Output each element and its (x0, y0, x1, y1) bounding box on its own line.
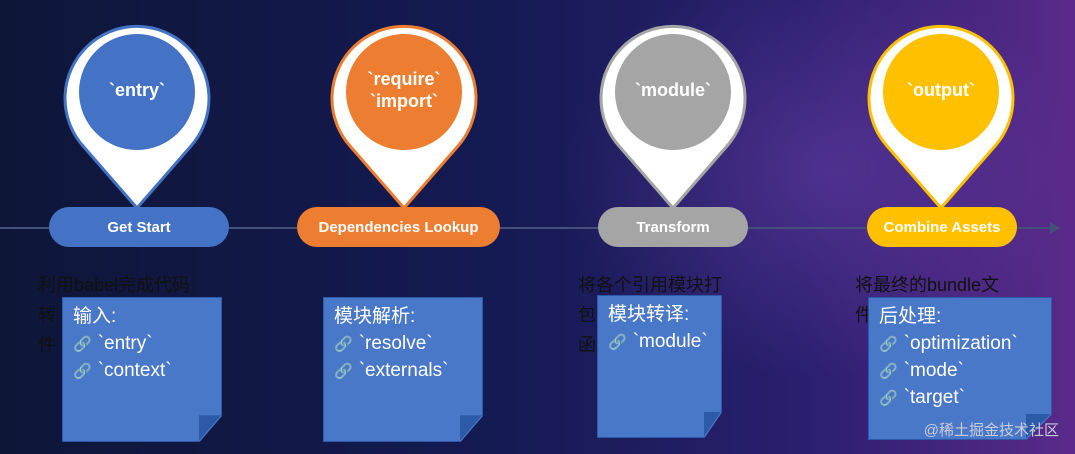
pin-module-label: `module` (635, 80, 711, 100)
link-icon: 🔗 (73, 336, 92, 353)
watermark: @稀土掘金技术社区 (923, 422, 1059, 439)
pin-require-label: `require` (367, 69, 441, 89)
note-module-transpile: 模块转译: 🔗`module` (597, 295, 722, 438)
note-input: 输入: 🔗`entry` 🔗`context` (62, 297, 222, 442)
desc-entry: 利用babel完成代码 转 件 (38, 270, 223, 360)
pin-output-label: `output` (907, 80, 975, 100)
pin-require: `require` `import` (328, 20, 480, 212)
note-resolve-title: 模块解析: (334, 306, 416, 327)
desc-module-line: 包 (578, 305, 596, 325)
desc-entry-line: 件 (38, 335, 56, 355)
link-icon: 🔗 (879, 363, 898, 380)
link-icon: 🔗 (879, 390, 898, 407)
timeline-arrowhead (1050, 222, 1060, 234)
desc-entry-line: 转 (38, 305, 56, 325)
desc-module: 将各个引用模块打 包 函 (578, 270, 763, 360)
note-module-resolve: 模块解析: 🔗`resolve` 🔗`externals` (323, 297, 483, 442)
link-icon: 🔗 (73, 363, 92, 380)
pin-output: `output` (865, 20, 1017, 212)
pill-combine-assets: Combine Assets (867, 207, 1017, 247)
desc-output-line: 将最终的bundle文 (855, 275, 1000, 295)
note-input-item: 🔗`entry` (73, 333, 153, 354)
desc-module-line: 函 (578, 335, 596, 355)
pin-module: `module` (597, 20, 749, 212)
note-resolve-item: 🔗`resolve` (334, 333, 433, 354)
pin-output-shape (867, 24, 1015, 211)
note-input-item: 🔗`context` (73, 360, 172, 381)
note-post-title: 后处理: (879, 306, 942, 327)
link-icon: 🔗 (879, 336, 898, 353)
pin-module-shape (599, 24, 747, 211)
pin-entry-label: `entry` (108, 80, 165, 100)
pill-transform: Transform (598, 207, 748, 247)
pill-dependencies-lookup: Dependencies Lookup (297, 207, 500, 247)
pin-entry-shape (63, 24, 211, 211)
pin-require-shape (330, 24, 478, 211)
pin-import-label: `import` (370, 91, 438, 111)
timeline-line (0, 227, 1060, 229)
desc-module-line: 将各个引用模块打 (578, 275, 722, 295)
link-icon: 🔗 (334, 363, 353, 380)
note-input-title: 输入: (73, 306, 117, 327)
pin-entry: `entry` (61, 20, 213, 212)
link-icon: 🔗 (334, 336, 353, 353)
note-fold (198, 415, 221, 441)
note-transpile-title: 模块转译: (608, 304, 690, 325)
link-icon: 🔗 (608, 334, 627, 351)
note-post-process: 后处理: 🔗`optimization` 🔗`mode` 🔗`target` (868, 297, 1052, 440)
note-fold (459, 415, 482, 441)
note-post-item: 🔗`mode` (879, 360, 964, 381)
pill-get-start: Get Start (49, 207, 229, 247)
note-post-item: 🔗`target` (879, 387, 965, 408)
note-fold (703, 411, 721, 437)
note-transpile-item: 🔗`module` (608, 331, 708, 352)
note-post-item: 🔗`optimization` (879, 333, 1018, 354)
note-resolve-item: 🔗`externals` (334, 360, 449, 381)
desc-entry-line: 利用babel完成代码 (38, 275, 191, 295)
